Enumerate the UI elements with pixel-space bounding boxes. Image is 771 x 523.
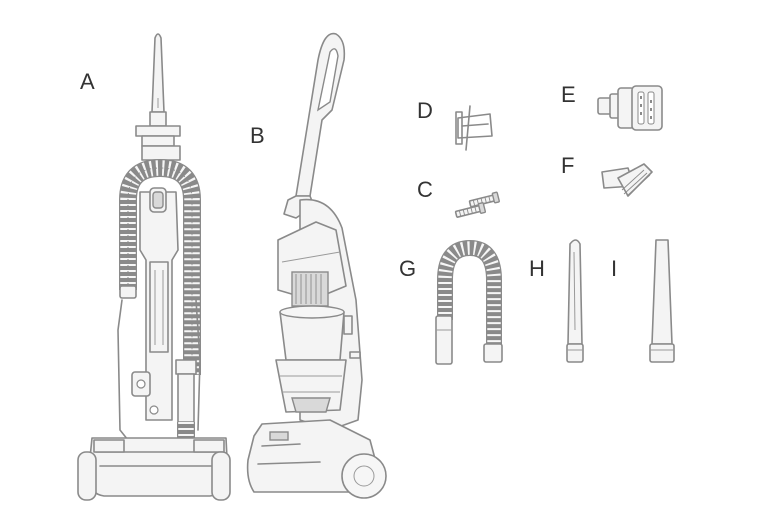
- turbo-brush-tool-icon: [597, 85, 663, 131]
- label-h: H: [529, 256, 545, 281]
- hose-clip-icon: [455, 105, 493, 151]
- hose-icon: [435, 239, 503, 365]
- label-e: E: [561, 82, 576, 107]
- crevice-tool-icon: [566, 239, 584, 363]
- label-i: I: [611, 256, 618, 281]
- dusting-brush-icon: [601, 163, 653, 197]
- extension-wand-icon: [649, 239, 675, 363]
- label-b: B: [250, 123, 265, 148]
- label-a: A: [80, 69, 95, 94]
- screws-icon: [454, 191, 500, 218]
- vacuum-side-icon: [246, 32, 387, 499]
- vacuum-front-icon: [77, 33, 231, 501]
- label-c: C: [417, 177, 433, 202]
- label-f: F: [561, 153, 575, 178]
- label-d: D: [417, 98, 433, 123]
- label-g: G: [399, 256, 417, 281]
